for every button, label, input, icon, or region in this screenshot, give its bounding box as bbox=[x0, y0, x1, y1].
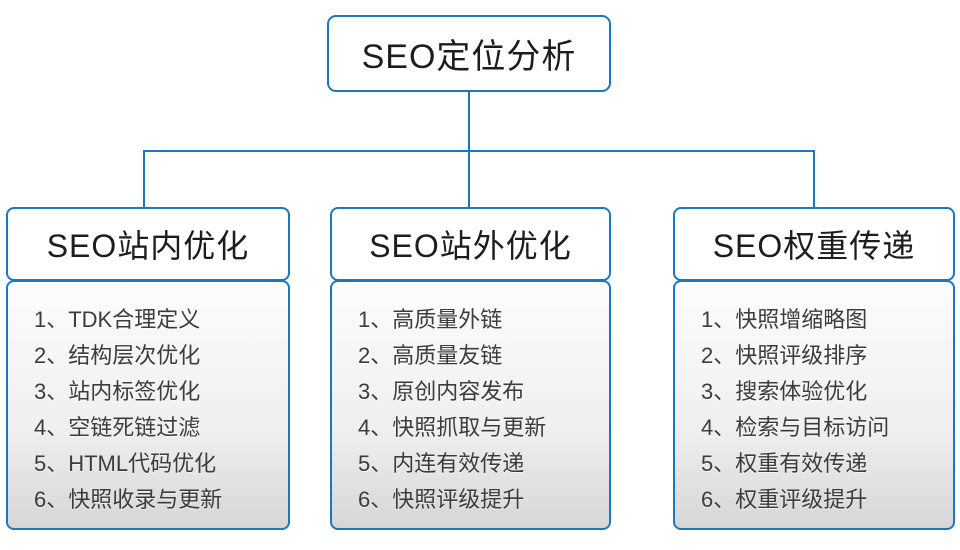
column-weight-transfer: SEO权重传递 1、快照增缩略图 2、快照评级排序 3、搜索体验优化 4、检索与… bbox=[673, 207, 955, 530]
list-item: 2、结构层次优化 bbox=[34, 343, 201, 368]
list-item: 1、快照增缩略图 bbox=[701, 307, 868, 332]
list-item: 3、原创内容发布 bbox=[358, 379, 525, 404]
list-item: 6、快照评级提升 bbox=[358, 487, 525, 512]
list-item: 4、空链死链过滤 bbox=[34, 415, 201, 440]
list-item: 2、快照评级排序 bbox=[701, 343, 868, 368]
column-offsite-title: SEO站外优化 bbox=[369, 228, 572, 264]
column-offsite-header: SEO站外优化 bbox=[330, 207, 611, 281]
list-item: 3、站内标签优化 bbox=[34, 379, 201, 404]
list-item: 1、高质量外链 bbox=[358, 307, 503, 332]
list-item: 5、权重有效传递 bbox=[701, 451, 868, 476]
connector-center-branch-line bbox=[468, 150, 470, 208]
column-offsite-optimization: SEO站外优化 1、高质量外链 2、高质量友链 3、原创内容发布 4、快照抓取与… bbox=[330, 207, 611, 530]
connector-left-branch-line bbox=[143, 150, 145, 208]
column-weight-title: SEO权重传递 bbox=[712, 228, 916, 264]
column-weight-header: SEO权重传递 bbox=[673, 207, 955, 281]
column-onsite-header: SEO站内优化 bbox=[6, 207, 290, 281]
list-item: 5、HTML代码优化 bbox=[34, 451, 217, 476]
list-item: 2、高质量友链 bbox=[358, 343, 503, 368]
connector-root-vertical-line bbox=[468, 92, 470, 151]
list-item: 6、快照收录与更新 bbox=[34, 487, 223, 512]
list-item: 1、TDK合理定义 bbox=[34, 307, 201, 332]
column-weight-body: 1、快照增缩略图 2、快照评级排序 3、搜索体验优化 4、检索与目标访问 5、权… bbox=[673, 280, 955, 530]
column-onsite-optimization: SEO站内优化 1、TDK合理定义 2、结构层次优化 3、站内标签优化 4、空链… bbox=[6, 207, 290, 530]
list-item: 3、搜索体验优化 bbox=[701, 379, 868, 404]
column-onsite-title: SEO站内优化 bbox=[46, 228, 250, 264]
list-item: 4、快照抓取与更新 bbox=[358, 415, 547, 440]
list-item: 4、检索与目标访问 bbox=[701, 415, 890, 440]
list-item: 6、权重评级提升 bbox=[701, 487, 868, 512]
list-item: 5、内连有效传递 bbox=[358, 451, 525, 476]
root-node-seo-positioning: SEO定位分析 bbox=[327, 15, 611, 92]
column-offsite-body: 1、高质量外链 2、高质量友链 3、原创内容发布 4、快照抓取与更新 5、内连有… bbox=[330, 280, 611, 530]
root-node-label: SEO定位分析 bbox=[361, 38, 577, 76]
connector-horizontal-line bbox=[143, 150, 815, 152]
connector-right-branch-line bbox=[813, 150, 815, 208]
column-onsite-body: 1、TDK合理定义 2、结构层次优化 3、站内标签优化 4、空链死链过滤 5、H… bbox=[6, 280, 290, 530]
